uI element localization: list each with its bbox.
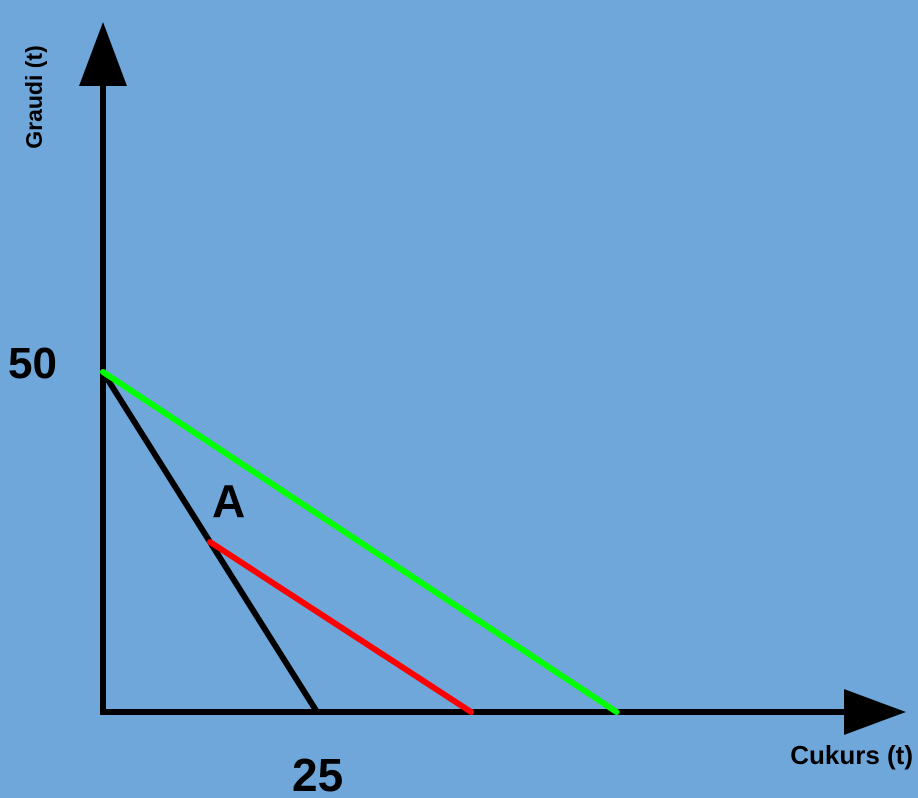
y-axis-label: Graudi (t) — [21, 45, 47, 149]
x-axis-arrow — [844, 689, 906, 735]
point-a-label: A — [212, 475, 245, 527]
x-tick-25: 25 — [292, 749, 343, 798]
y-axis-arrow — [79, 22, 127, 86]
x-axis-label: Cukurs (t) — [790, 740, 913, 770]
green-budget-line — [100, 369, 620, 715]
red-budget-line — [207, 539, 475, 715]
y-tick-50: 50 — [8, 339, 57, 388]
